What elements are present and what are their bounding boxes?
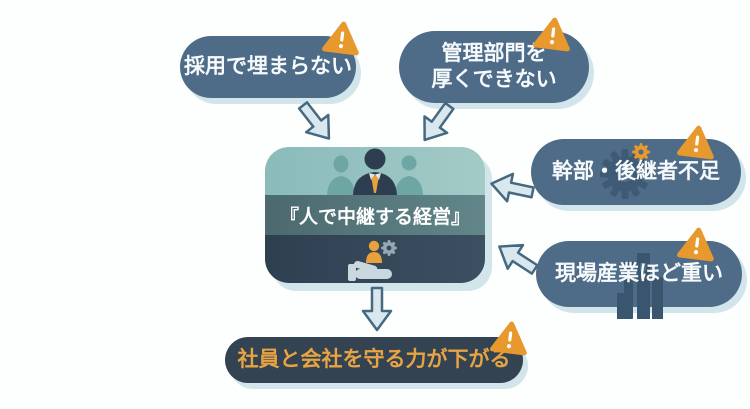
cause-label: 管理部門を 厚くできない xyxy=(431,41,557,91)
cause-box-field-industry: 現場産業ほど重い xyxy=(536,241,742,319)
warning-icon xyxy=(676,225,718,263)
warning-icon xyxy=(532,15,574,53)
cause-label: 幹部・後継者不足 xyxy=(552,159,720,184)
cause-label: 現場産業ほど重い xyxy=(555,261,723,286)
central-title-band: 『人で中継する経営』 xyxy=(265,195,485,235)
arrow-downright-icon xyxy=(287,92,345,152)
team-silhouettes-icon xyxy=(327,148,423,195)
cause-box-admin: 管理部門を 厚くできない xyxy=(399,31,589,103)
central-title: 『人で中継する経営』 xyxy=(279,205,470,228)
warning-icon xyxy=(676,123,718,161)
outcome-label: 社員と会社を守る力が下がる xyxy=(237,347,511,372)
gear-backdrop xyxy=(531,139,741,205)
gear-icon xyxy=(632,143,650,161)
hand-holding-person-gear-icon xyxy=(348,240,397,281)
care-band xyxy=(265,235,485,283)
factory-icon xyxy=(617,253,663,319)
central-concept-box: 『人で中継する経営』 xyxy=(265,147,485,283)
team-band xyxy=(265,147,485,195)
arrow-down-icon xyxy=(359,285,395,333)
cause-box-executives: 幹部・後継者不足 xyxy=(531,139,741,205)
cause-box-recruiting: 採用で埋まらない xyxy=(180,36,356,98)
gear-silhouette-icon xyxy=(600,149,650,199)
warning-icon xyxy=(321,19,363,57)
warning-icon xyxy=(489,319,531,357)
outcome-box: 社員と会社を守る力が下がる xyxy=(225,337,523,383)
cause-label: 採用で埋まらない xyxy=(184,54,352,79)
